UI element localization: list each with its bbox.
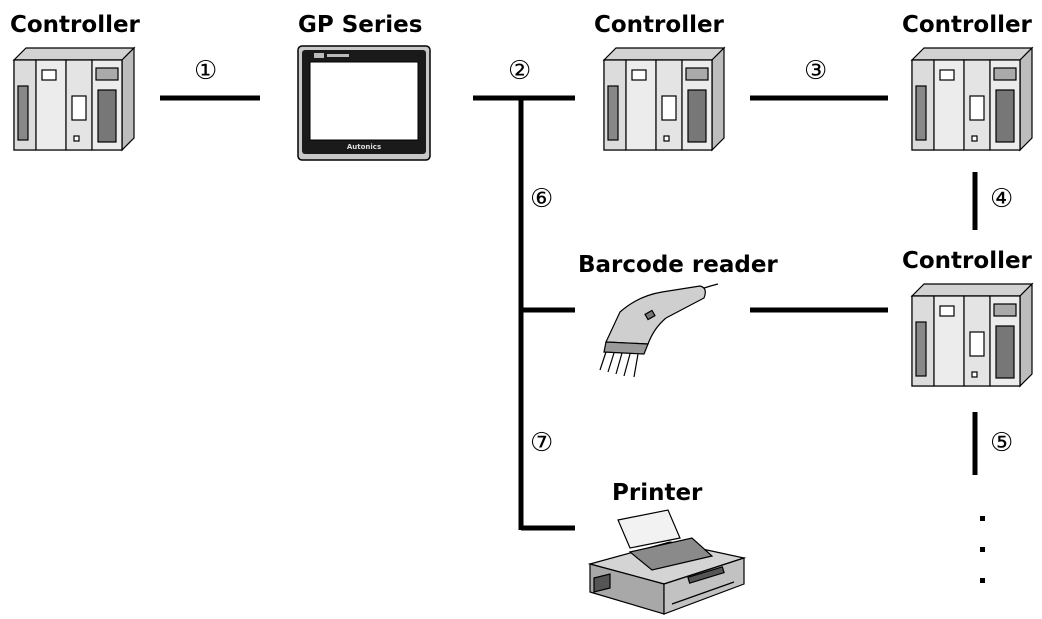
controller-4-icon bbox=[910, 282, 1034, 388]
connection-3-number: ③ bbox=[804, 56, 828, 86]
gp-series-hmi: Autonics bbox=[296, 44, 432, 162]
connection-5-number: ⑤ bbox=[990, 428, 1014, 458]
controller-1-label: Controller bbox=[10, 12, 140, 38]
controller-4-label: Controller bbox=[902, 248, 1032, 274]
connection-6-number: ⑥ bbox=[530, 184, 554, 214]
gp-series-label: GP Series bbox=[298, 12, 423, 38]
barcode-scanner-icon bbox=[599, 283, 719, 378]
connection-2-number: ② bbox=[508, 56, 532, 86]
controller-2-label: Controller bbox=[594, 12, 724, 38]
hmi-panel-icon bbox=[297, 45, 431, 161]
controller-1-icon bbox=[12, 46, 136, 152]
hmi-brand-text: Autonics bbox=[346, 143, 382, 151]
controller-3-label: Controller bbox=[902, 12, 1032, 38]
controller-2-icon bbox=[602, 46, 726, 152]
barcode-reader-label: Barcode reader bbox=[578, 252, 778, 278]
printer-label: Printer bbox=[612, 480, 703, 506]
connection-4-number: ④ bbox=[990, 184, 1014, 214]
controller-3-icon bbox=[910, 46, 1034, 152]
connection-1-number: ① bbox=[194, 56, 218, 86]
printer-icon bbox=[587, 509, 747, 615]
continuation-dots bbox=[980, 516, 985, 583]
connection-7-number: ⑦ bbox=[530, 428, 554, 458]
